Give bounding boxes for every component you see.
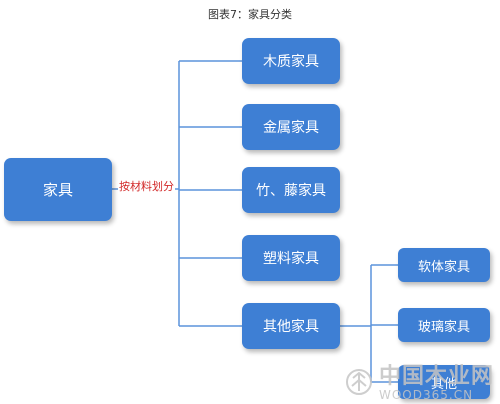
node-glass-furniture: 玻璃家具 (398, 308, 490, 342)
node-other-furniture: 其他家具 (242, 303, 340, 349)
node-label: 家具 (42, 181, 73, 199)
node-furniture: 家具 (4, 158, 112, 221)
node-upholstered-furniture: 软体家具 (398, 248, 490, 282)
node-label: 竹、藤家具 (256, 183, 326, 199)
node-label: 其他家具 (263, 319, 319, 335)
node-wood-furniture: 木质家具 (242, 38, 340, 84)
diagram-title: 图表7：家具分类 (208, 8, 292, 21)
node-label: 其他 (430, 376, 457, 392)
edge-label-by-material: 按材料划分 (118, 178, 175, 194)
node-label: 木质家具 (263, 54, 319, 70)
node-other: 其他 (398, 365, 490, 399)
node-label: 玻璃家具 (417, 319, 470, 335)
node-label: 软体家具 (417, 259, 470, 275)
node-metal-furniture: 金属家具 (242, 104, 340, 150)
node-label: 塑料家具 (263, 251, 319, 267)
node-plastic-furniture: 塑料家具 (242, 235, 340, 281)
node-label: 金属家具 (263, 120, 319, 136)
node-bamboo-rattan-furniture: 竹、藤家具 (242, 167, 340, 213)
